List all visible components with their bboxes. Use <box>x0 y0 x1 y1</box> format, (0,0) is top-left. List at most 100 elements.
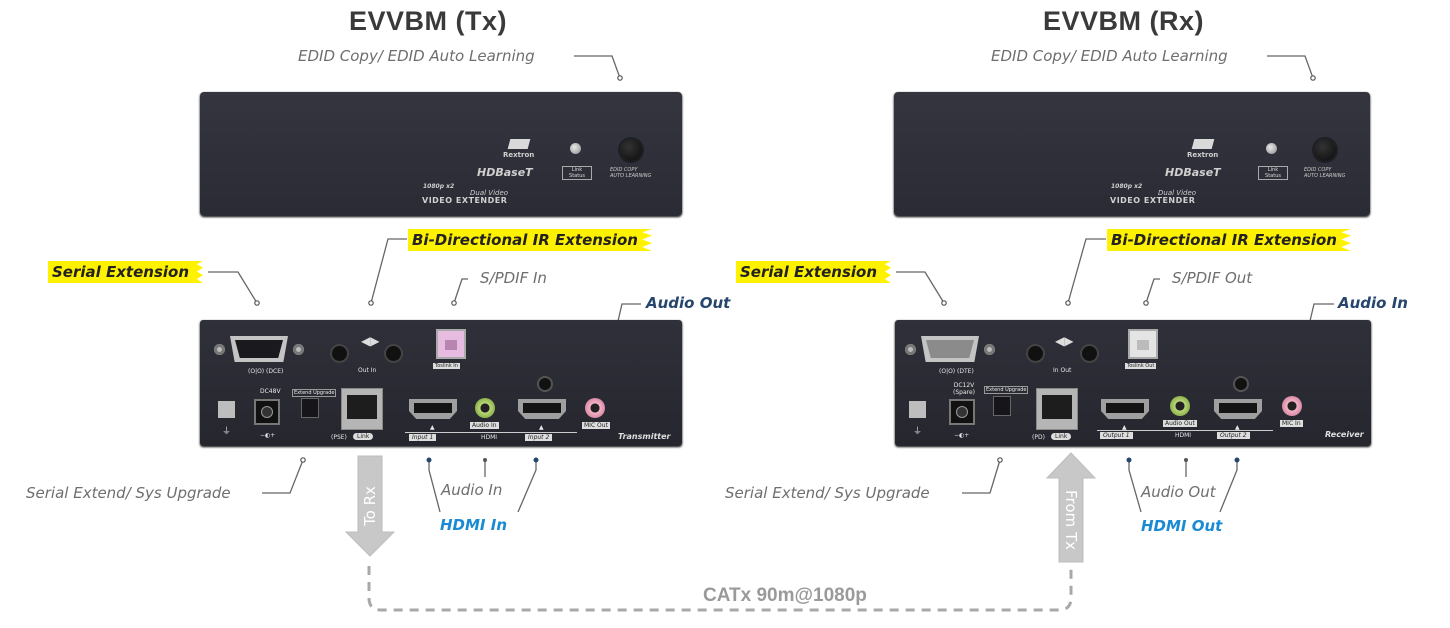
rx-ir-label: Bi-Directional IR Extension <box>1107 229 1351 251</box>
rj45-port[interactable] <box>341 388 383 430</box>
tx-serial-label: Serial Extension <box>48 261 203 283</box>
serial-port-label: (O|O) (DCE) <box>248 368 284 375</box>
tx-hdmi-in-label: HDMI In <box>440 516 507 534</box>
toslink-label: Toslink Out <box>1125 363 1157 369</box>
edid-button[interactable] <box>1314 139 1336 161</box>
rx-front-panel: Rextron HDBaseT 1080p x2 Dual Video VIDE… <box>894 92 1370 216</box>
mode-switch-label: Extend Upgrade <box>292 389 337 397</box>
tx-hdmi-in-leader-1 <box>428 460 441 513</box>
hdmi-mid-label: HDMI <box>481 434 498 441</box>
hdmi-2-arrow: ▲ <box>1235 424 1240 431</box>
product-text: VIDEO EXTENDER <box>422 196 508 205</box>
tx-ir-label: Bi-Directional IR Extension <box>408 229 652 251</box>
ir-out-jack[interactable] <box>1082 346 1097 361</box>
rx-edid-label: EDID Copy/ EDID Auto Learning <box>991 47 1228 65</box>
link-label: Link <box>353 433 374 440</box>
tx-spdif-leader <box>453 278 468 304</box>
tx-serial-ext-leader <box>262 459 304 494</box>
power-jack[interactable] <box>949 399 975 425</box>
ir-port-label: Out In <box>358 367 377 374</box>
power-label: DC48V <box>260 388 281 395</box>
dual-text: Dual Video <box>1158 189 1197 197</box>
tx-serial-ext-label: Serial Extend/ Sys Upgrade <box>26 484 231 502</box>
audio-jack[interactable] <box>1170 396 1190 416</box>
spec-text: 1080p x2 <box>423 183 455 190</box>
hdmi-label-strip: Input 1 HDMI Input 2 <box>405 432 577 441</box>
brand-text: Rextron <box>503 151 535 159</box>
hdmi-1-label: Output 1 <box>1100 432 1133 439</box>
serial-port-label: (O|O) (DTE) <box>939 368 974 375</box>
ir-in-jack[interactable] <box>386 346 401 361</box>
rx-spdif-leader <box>1145 278 1160 304</box>
mode-switch[interactable] <box>993 396 1011 416</box>
ir-icon: ◀▶ <box>361 334 380 348</box>
hdmi-2-arrow: ▲ <box>539 424 544 431</box>
mic-jack[interactable] <box>1282 396 1302 416</box>
power-label: DC12V (Spare) <box>952 382 975 396</box>
link-status-label: Link Status <box>1258 166 1288 180</box>
rextron-logo <box>1191 139 1215 149</box>
rj45-label: (PD) <box>1032 434 1045 441</box>
mic-jack[interactable] <box>585 398 605 418</box>
rx-serial-ext-label: Serial Extend/ Sys Upgrade <box>725 484 930 502</box>
serial-port[interactable] <box>214 334 304 364</box>
hdmi-mid-label: HDMI <box>1175 432 1192 439</box>
mic-label: MIC Out <box>582 422 610 429</box>
rx-audio-out-label: Audio Out <box>1141 483 1216 501</box>
tx-serial-leader <box>208 271 258 304</box>
link-status-led <box>570 143 581 154</box>
rj45-port[interactable] <box>1036 388 1078 430</box>
ir-emitter-screw <box>1235 378 1247 390</box>
tx-edid-leader <box>574 55 621 79</box>
rx-serial-ext-leader <box>962 459 1001 494</box>
rx-hdmi-out-leader-1 <box>1128 460 1142 513</box>
toslink-port[interactable] <box>1128 329 1158 359</box>
rx-hdmi-out-label: HDMI Out <box>1141 517 1223 535</box>
rj45-label: (PSE) <box>331 434 347 441</box>
edid-button-label: EDID COPY AUTO LEARNING <box>610 167 652 179</box>
rx-title: EVVBM (Rx) <box>1043 6 1205 36</box>
to-rx-label: To Rx <box>361 486 379 526</box>
hdmi-port-2[interactable] <box>518 399 566 419</box>
rx-serial-leader <box>896 271 945 304</box>
rx-rear-panel: (O|O) (DTE) ◀▶ In Out Toslink Out ⏚ DC12… <box>895 320 1371 446</box>
audio-jack-label: Audio In <box>470 422 499 429</box>
hdmi-2-label: Input 2 <box>525 434 553 441</box>
side-label: Receiver <box>1325 430 1364 439</box>
to-rx-arrow <box>344 455 396 557</box>
hdbaset-logo: HDBaseT <box>1165 166 1221 179</box>
polarity-icon: −◐+ <box>954 432 970 439</box>
ir-in-jack[interactable] <box>1028 346 1043 361</box>
serial-port[interactable] <box>905 334 995 364</box>
link-status-led <box>1266 143 1277 154</box>
dual-text: Dual Video <box>470 189 509 197</box>
power-jack[interactable] <box>254 399 280 425</box>
hdmi-port-1[interactable] <box>1101 399 1149 419</box>
hdmi-1-arrow: ▲ <box>430 424 435 431</box>
mic-label: MIC In <box>1280 420 1303 427</box>
edid-button-label: EDID COPY AUTO LEARNING <box>1304 167 1346 179</box>
brand-text: Rextron <box>1187 151 1219 159</box>
rx-serial-label: Serial Extension <box>736 261 891 283</box>
rx-audio-side-label: Audio In <box>1338 294 1408 312</box>
from-tx-arrow <box>1045 452 1097 563</box>
tx-edid-label: EDID Copy/ EDID Auto Learning <box>298 47 535 65</box>
rx-hdmi-out-leader-2 <box>1219 460 1238 513</box>
mode-switch[interactable] <box>301 398 319 418</box>
ir-out-jack[interactable] <box>332 346 347 361</box>
link-label: Link <box>1051 433 1072 440</box>
tx-hdmi-in-leader-2 <box>517 460 537 513</box>
hdmi-1-arrow: ▲ <box>1122 424 1127 431</box>
rx-spdif-label: S/PDIF Out <box>1172 269 1253 287</box>
from-tx-label: From Tx <box>1062 490 1080 550</box>
tx-audio-side-label: Audio Out <box>646 294 731 312</box>
audio-jack[interactable] <box>475 398 495 418</box>
hdmi-port-1[interactable] <box>409 399 457 419</box>
tx-spdif-label: S/PDIF In <box>480 269 547 287</box>
hdmi-1-label: Input 1 <box>409 434 437 441</box>
ground-screw <box>218 401 235 418</box>
tx-ir-leader <box>370 238 407 304</box>
toslink-port[interactable] <box>436 329 466 359</box>
hdmi-port-2[interactable] <box>1214 399 1262 419</box>
edid-button[interactable] <box>620 139 642 161</box>
